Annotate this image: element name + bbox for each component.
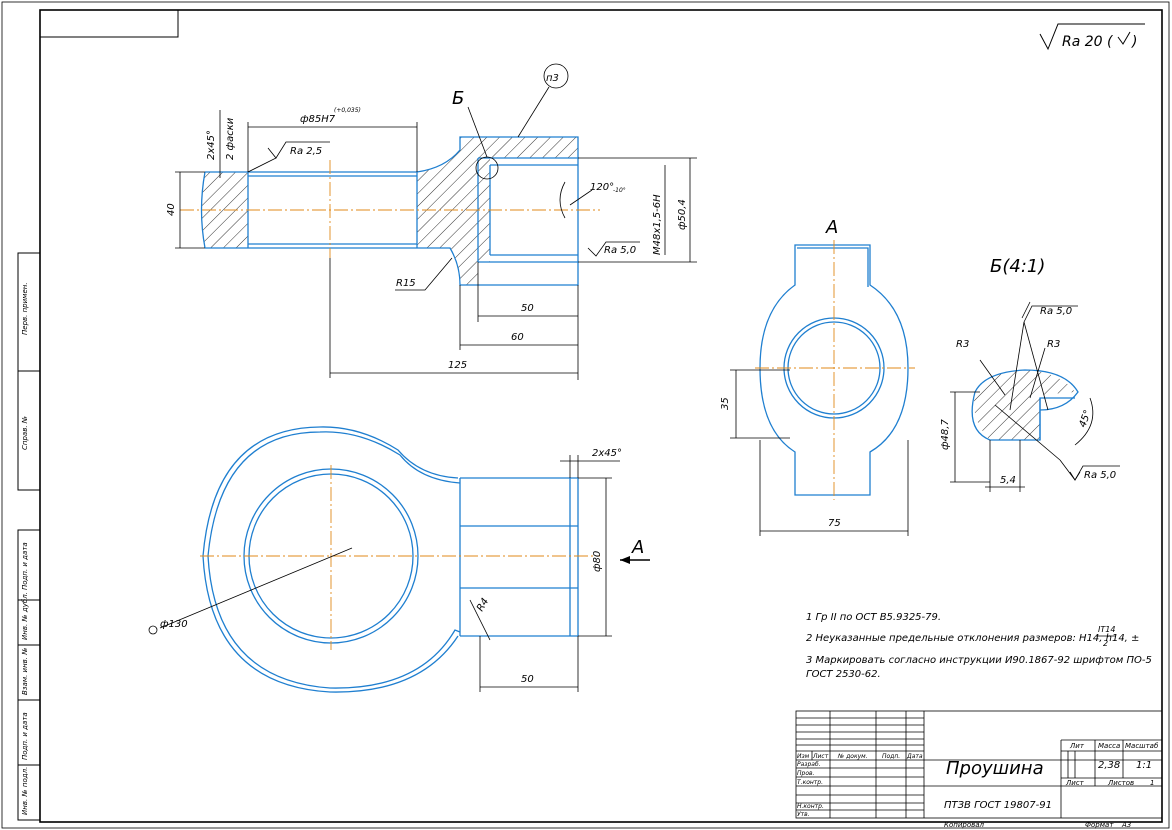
tb-razrab: Разраб.	[797, 761, 821, 768]
tb-mass: 2,38	[1098, 760, 1120, 771]
ra-bore: Ra 2,5	[290, 146, 322, 157]
tb-podp: Подп.	[882, 753, 900, 760]
note-3: 3 Маркировать согласно инструкции И90.18…	[806, 655, 1152, 666]
section-view: Б п3 ф85H7 (+0,035) Ra 2,5 2х45° 2 фаски…	[166, 63, 697, 380]
dim-angle: 120°	[590, 182, 614, 193]
tb-izm: Изм	[797, 753, 810, 760]
note-3-cont: ГОСТ 2530-62.	[806, 669, 881, 680]
view-a-arrow-label: A	[631, 537, 644, 558]
note-2: 2 Неуказанные предельные отклонения разм…	[806, 633, 1139, 644]
dim-height-35: 35	[720, 397, 731, 410]
view-a-label: A	[825, 217, 838, 238]
plan-view: ф130 2х45° ф80 A R4 50	[148, 426, 650, 693]
dim-len-125: 125	[448, 360, 467, 371]
stamp-perv: Перв. примен.	[21, 282, 29, 335]
tb-data: Дата	[906, 753, 923, 760]
roughness-text: Ra 20 (	[1062, 34, 1113, 50]
note-2-den: 2	[1103, 639, 1108, 648]
detail-b-title: Б(4:1)	[990, 256, 1045, 277]
tb-utv: Утв.	[797, 811, 810, 818]
dim-r3-left: R3	[956, 339, 969, 350]
stamp-dubl: Инв. № дубл.	[21, 592, 29, 640]
dim-chamfer-bottom: 2х45°	[592, 448, 622, 459]
dim-chamfer: 2х45°	[206, 130, 217, 160]
dim-chamfer-note: 2 фаски	[225, 117, 236, 160]
dim-r3-right: R3	[1047, 339, 1060, 350]
tb-scale: 1:1	[1136, 760, 1152, 771]
dim-diam-50: ф50,4	[677, 199, 688, 230]
technical-notes: 1 Гр II по ОСТ В5.9325-79. 2 Неуказанные…	[806, 612, 1152, 680]
detail-b: Б(4:1) Ra 5,0 R3 R3 ф48,7 5,4 45° Ra 5,0	[940, 256, 1120, 492]
dim-width-75: 75	[828, 518, 841, 529]
section-b-label: Б	[452, 88, 464, 109]
tb-list: Лист	[812, 753, 829, 760]
dim-len-5-4: 5,4	[1000, 475, 1016, 486]
dim-height-40: 40	[166, 203, 177, 216]
tb-dokum: № докум.	[837, 753, 868, 760]
tb-col-mass: Масса	[1098, 742, 1120, 750]
dim-diam-130: ф130	[160, 619, 188, 630]
part-name: Проушина	[946, 758, 1044, 779]
note-2-num: IT14	[1098, 625, 1115, 634]
dim-r4: R4	[475, 596, 491, 613]
tb-prov: Пров.	[797, 770, 815, 777]
note-1: 1 Гр II по ОСТ В5.9325-79.	[806, 612, 941, 623]
dim-bore-tol: (+0,035)	[334, 107, 361, 114]
tb-col-scale: Масштаб	[1125, 742, 1159, 750]
dim-bore: ф85H7	[300, 114, 336, 125]
side-stamp: Перв. примен. Справ. № Подп. и дата Инв.…	[17, 252, 41, 821]
note-callout: п3	[546, 73, 559, 84]
tb-sheets-val: 1	[1150, 779, 1154, 787]
top-left-box	[39, 9, 179, 38]
tb-col-lit: Лит	[1069, 742, 1085, 750]
tb-nkontr: Н.контр.	[797, 803, 824, 810]
stamp-podl: Инв. № подл.	[21, 767, 29, 815]
tb-format-val: A3	[1121, 821, 1131, 829]
dim-angle-45: 45°	[1077, 409, 1093, 429]
dim-angle-tol: -10°	[613, 187, 626, 194]
ra-detail-bottom: Ra 5,0	[1084, 470, 1116, 481]
dim-diam-48: ф48,7	[940, 419, 951, 450]
hatch-right	[417, 137, 578, 285]
dim-thread: M48х1,5-6H	[652, 194, 663, 255]
stamp-vzam: Взам. инв. №	[21, 647, 29, 695]
tb-format: Формат	[1085, 821, 1114, 829]
stamp-sprav: Справ. №	[21, 416, 29, 450]
general-roughness: Ra 20 ( )	[1039, 23, 1145, 51]
dim-r15: R15	[396, 278, 416, 289]
part-standard: ПТЗВ ГОСТ 19807-91	[944, 800, 1052, 811]
view-a: A 35 75	[720, 217, 915, 536]
tb-copied: Копировал	[944, 821, 985, 829]
dim-len-50-bottom: 50	[521, 674, 534, 685]
roughness-close: )	[1131, 34, 1137, 50]
ra-detail-top: Ra 5,0	[1040, 306, 1072, 317]
dim-len-50: 50	[521, 303, 534, 314]
tb-tkontr: Т.контр.	[797, 779, 823, 786]
tb-sheets: Листов	[1107, 779, 1134, 787]
ra-thread: Ra 5,0	[604, 245, 636, 256]
stamp-podp1: Подп. и дата	[21, 542, 29, 590]
title-block: Изм Лист № докум. Подп. Дата Разраб. Про…	[795, 710, 1163, 829]
dim-diam-80: ф80	[592, 551, 603, 572]
stamp-podp2: Подп. и дата	[21, 712, 29, 760]
tb-sheet: Лист	[1065, 779, 1085, 787]
dim-len-60: 60	[511, 332, 524, 343]
